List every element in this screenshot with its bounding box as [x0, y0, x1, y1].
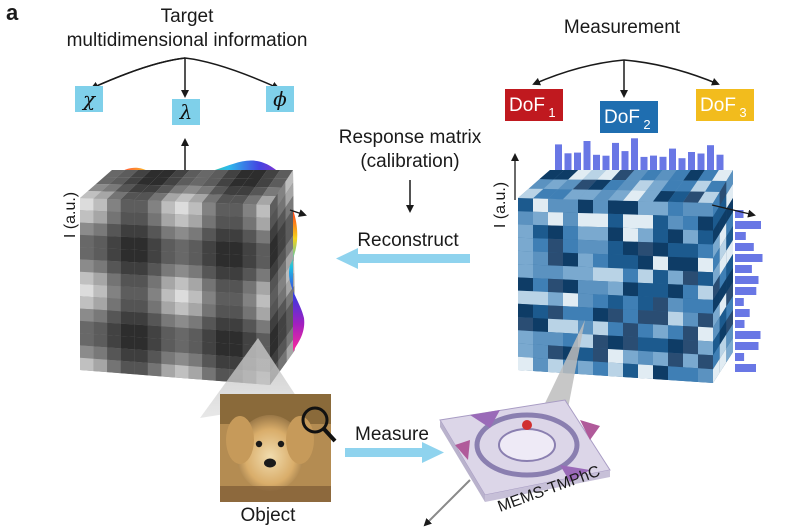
- top-histogram-bar: [583, 141, 591, 170]
- panel-label: a: [6, 0, 19, 25]
- dof-3-main: DoF: [700, 95, 736, 116]
- top-histogram-bar: [602, 155, 610, 170]
- target-title-line2: multidimensional information: [67, 30, 308, 51]
- top-histogram-bar: [688, 152, 695, 170]
- top-histogram-bar: [678, 158, 686, 170]
- measurement-cube: [518, 170, 733, 383]
- side-histogram: [735, 210, 763, 372]
- top-histogram-bar: [707, 145, 714, 170]
- measurement-title: Measurement: [564, 17, 681, 38]
- target-cube: [80, 170, 295, 385]
- measurement-branch-connector: [532, 59, 720, 98]
- side-histogram-bar: [735, 210, 744, 218]
- dof-2-main: DoF: [604, 107, 640, 128]
- dof-1-main: DoF: [509, 95, 545, 116]
- top-histogram-bar: [669, 148, 676, 170]
- side-histogram-bar: [735, 309, 750, 317]
- top-histogram-bar: [640, 156, 648, 170]
- top-histogram-bar: [621, 151, 629, 170]
- dof-1-sub: 1: [548, 105, 555, 120]
- side-histogram-bar: [735, 243, 754, 251]
- side-histogram-bar: [735, 298, 744, 306]
- lambda-symbol: λ: [179, 100, 193, 124]
- phi-symbol: ϕ: [273, 87, 287, 111]
- top-histogram-bar: [716, 154, 724, 170]
- response-matrix-line2: (calibration): [360, 151, 459, 172]
- device-output-arrow: [423, 479, 471, 527]
- symbol-box-chi: χ: [75, 86, 103, 112]
- mems-device: [439, 399, 611, 502]
- top-histogram-bar: [631, 138, 638, 170]
- reconstruct-arrow: [336, 248, 470, 269]
- zoom-beam-right: [535, 320, 585, 424]
- magnifier-icon: [301, 406, 337, 443]
- side-histogram-bar: [735, 221, 761, 229]
- dof-2-sub: 2: [643, 117, 650, 132]
- top-histogram-bar: [564, 153, 572, 170]
- side-histogram-bar: [735, 331, 761, 339]
- target-title-line1: Target: [161, 6, 215, 27]
- top-histogram-bar: [612, 142, 619, 170]
- measure-arrow: [345, 442, 444, 463]
- side-histogram-bar: [735, 342, 759, 350]
- top-histogram-bar: [555, 144, 562, 170]
- dof-1-badge: DoF 1: [505, 89, 563, 121]
- object-photo: [220, 394, 331, 502]
- side-histogram-bar: [735, 287, 757, 295]
- side-histogram-bar: [735, 353, 745, 361]
- top-histogram-bar: [593, 154, 600, 170]
- side-histogram-bar: [735, 320, 745, 328]
- measurement-side-axis: [711, 204, 756, 218]
- side-spectrum-curve: [288, 210, 305, 352]
- reconstruct-label: Reconstruct: [357, 230, 459, 251]
- top-histogram: [555, 138, 724, 170]
- chi-symbol: χ: [81, 87, 97, 111]
- symbol-box-lambda: λ: [172, 99, 200, 125]
- target-side-axis: [289, 209, 307, 217]
- side-histogram-bar: [735, 364, 756, 372]
- side-histogram-bar: [735, 265, 752, 273]
- top-histogram-bar: [650, 155, 657, 170]
- dof-3-sub: 3: [739, 105, 746, 120]
- top-histogram-bar: [697, 153, 705, 170]
- target-intensity-label: I (a.u.): [62, 192, 79, 238]
- dof-2-badge: DoF 2: [600, 101, 658, 133]
- side-histogram-bar: [735, 254, 763, 262]
- measure-label: Measure: [355, 424, 429, 445]
- target-branch-connector: [90, 57, 280, 98]
- measurement-intensity-label: I (a.u.): [492, 182, 509, 228]
- side-histogram-bar: [735, 232, 746, 240]
- top-histogram-bar: [659, 156, 667, 170]
- object-label: Object: [241, 505, 297, 526]
- top-histogram-bar: [574, 152, 581, 170]
- symbol-box-phi: ϕ: [266, 86, 294, 112]
- side-histogram-bar: [735, 276, 759, 284]
- response-matrix-line1: Response matrix: [339, 127, 482, 148]
- dof-3-badge: DoF 3: [696, 89, 754, 121]
